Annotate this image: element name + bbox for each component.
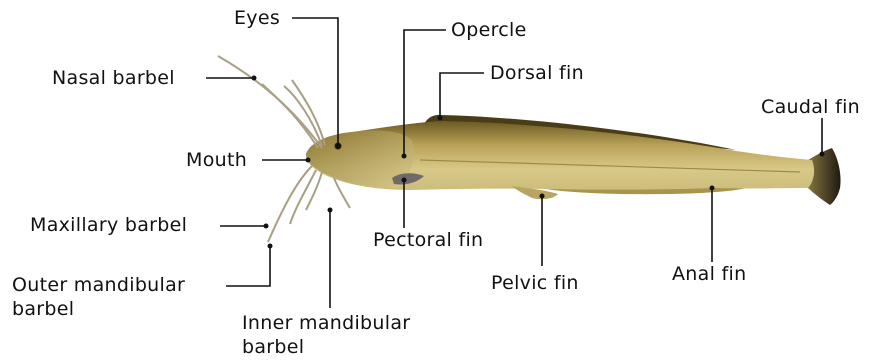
label-mouth: Mouth: [186, 149, 247, 171]
dot-anal-fin: [710, 186, 715, 191]
dot-inner-mandibular: [328, 208, 333, 213]
label-opercle: Opercle: [451, 19, 527, 41]
label-nasal-barbel: Nasal barbel: [52, 67, 175, 89]
dot-dorsal-fin: [438, 116, 443, 121]
dot-mouth: [306, 158, 311, 163]
leader-outer-mandibular: [226, 246, 270, 286]
dot-pelvic-fin: [540, 194, 545, 199]
label-maxillary-barbel: Maxillary barbel: [30, 214, 187, 236]
label-inner-mandibular-line1: Inner mandibular: [242, 312, 410, 334]
leader-dorsal-fin: [440, 73, 484, 118]
label-outer-mandibular-line1: Outer mandibular: [12, 274, 185, 296]
maxillary-barbel-shape: [268, 166, 312, 242]
label-eyes: Eyes: [234, 7, 280, 29]
dot-eyes: [336, 144, 341, 149]
inner-mandibular-barbel-shape: [306, 172, 322, 210]
dot-outer-mandibular: [268, 244, 273, 249]
label-anal-fin: Anal fin: [672, 263, 746, 285]
label-outer-mandibular-line2: barbel: [12, 298, 74, 320]
label-dorsal-fin: Dorsal fin: [490, 62, 584, 84]
label-caudal-fin: Caudal fin: [761, 96, 860, 118]
dot-pectoral-fin: [402, 178, 407, 183]
dot-nasal-barbel: [252, 76, 257, 81]
label-pelvic-fin: Pelvic fin: [491, 272, 579, 294]
dot-caudal-fin: [820, 152, 825, 157]
label-pectoral-fin: Pectoral fin: [373, 229, 483, 251]
dot-opercle: [402, 154, 407, 159]
leader-eyes: [292, 18, 338, 146]
label-inner-mandibular-line2: barbel: [242, 336, 304, 358]
dot-maxillary-barbel: [264, 224, 269, 229]
